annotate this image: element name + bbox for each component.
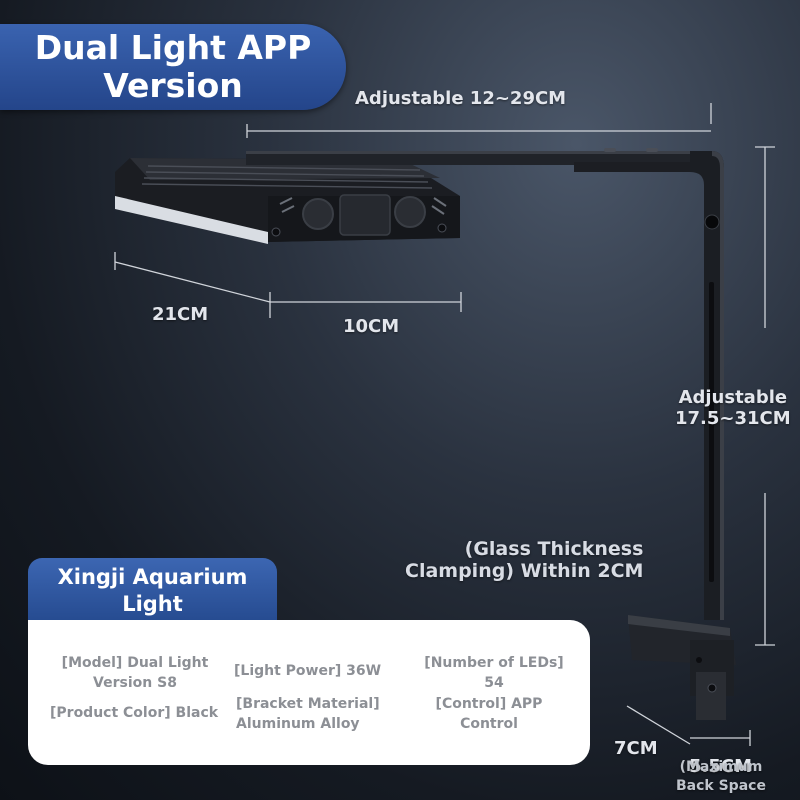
spec-color: [Product Color] Black: [50, 705, 219, 721]
title-badge: Dual Light APP Version: [0, 24, 346, 110]
spec-model-line-1: [Model] Dual Light: [61, 655, 209, 671]
adjustable-length-label: Adjustable 12~29CM: [355, 88, 567, 109]
spec-control-line-2: Control: [460, 716, 518, 732]
clamp-thickness-line-1: (Glass Thickness: [464, 538, 644, 560]
back-space-line-1: (Maximum: [679, 759, 763, 775]
brand-line-2: Light: [122, 592, 183, 616]
depth-7-label: 7CM: [614, 738, 658, 759]
depth-55-label: 5.5CM: [689, 756, 753, 777]
width-21-label: 21CM: [152, 304, 209, 325]
adjustable-height-label: Adjustable 17.5~31CM: [675, 387, 791, 429]
bracket-arm: [246, 148, 724, 620]
spec-model: [Model] Dual Light Version S8: [60, 653, 210, 693]
spec-power: [Light Power] 36W: [234, 663, 382, 679]
brand-badge: Xingji Aquarium Light: [28, 558, 277, 624]
clamp-thickness-label: (Glass Thickness Clamping) Within 2CM: [405, 538, 643, 582]
width-10-label: 10CM: [343, 316, 400, 337]
spec-leds-line-1: [Number of LEDs]: [424, 655, 564, 671]
clamp-thickness-line-2: Clamping) Within 2CM: [405, 560, 644, 582]
adjustable-height-line-1: Adjustable: [678, 387, 788, 408]
title-line-2: Version: [103, 66, 243, 105]
spec-control: [Control] APP Control: [424, 694, 554, 734]
glass-clamp: [628, 615, 736, 720]
spec-material-line-1: [Bracket Material]: [236, 696, 380, 712]
adjustable-height-line-2: 17.5~31CM: [675, 408, 791, 429]
spec-model-line-2: Version S8: [93, 675, 177, 691]
spec-card: [Model] Dual Light Version S8 [Light Pow…: [28, 620, 590, 765]
back-space-line-2: Back Space: [676, 778, 766, 794]
brand-line-1: Xingji Aquarium: [57, 565, 248, 589]
spec-material-line-2: Aluminum Alloy: [236, 716, 360, 732]
dimension-lines: [114, 103, 775, 746]
spec-control-line-1: [Control] APP: [435, 696, 543, 712]
back-space-label: (Maximum Back Space: [676, 758, 766, 796]
spec-material: [Bracket Material] Aluminum Alloy: [236, 694, 380, 734]
title-line-1: Dual Light APP: [34, 28, 312, 67]
spec-leds-line-2: 54: [484, 675, 504, 691]
spec-leds: [Number of LEDs] 54: [424, 653, 564, 693]
light-fixture: [115, 158, 460, 244]
